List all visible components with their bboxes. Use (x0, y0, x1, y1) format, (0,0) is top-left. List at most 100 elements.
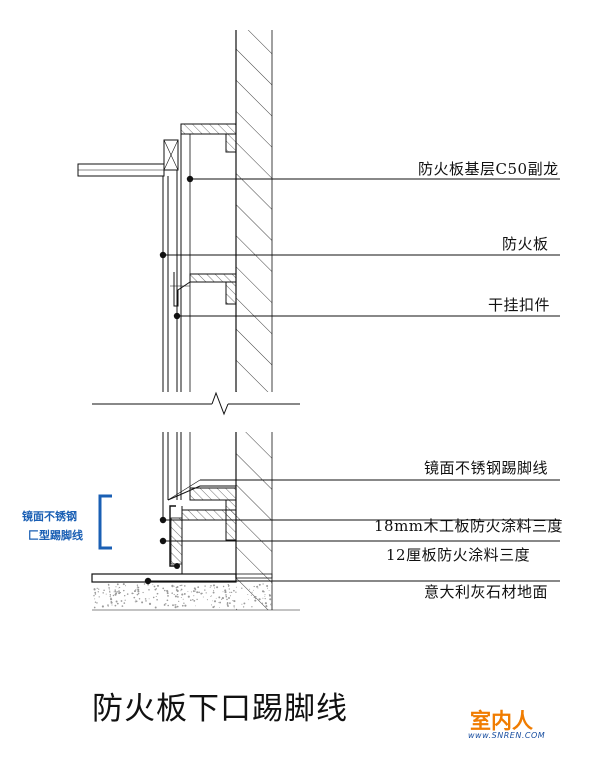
speckle (124, 585, 127, 587)
speckle (134, 601, 137, 603)
speckle (256, 585, 258, 588)
speckle (192, 590, 195, 593)
speckle (257, 587, 259, 589)
speckle (119, 592, 122, 594)
speckle (166, 599, 169, 602)
speckle (258, 598, 261, 601)
speckle (174, 606, 177, 609)
speckle (190, 591, 192, 593)
speckle (103, 589, 105, 591)
speckle (222, 585, 225, 588)
speckle (105, 593, 107, 595)
speckle (93, 594, 95, 597)
speckle (181, 584, 183, 586)
label-c50-keel: 防火板基层C50副龙 (418, 160, 559, 178)
speckle (213, 605, 216, 607)
speckle (107, 583, 110, 586)
speckle (250, 594, 252, 596)
speckle (114, 604, 117, 607)
speckle (118, 590, 120, 592)
speckle (133, 596, 136, 599)
speckle (227, 583, 229, 586)
speckle (180, 588, 183, 591)
break-line (92, 391, 300, 416)
speckle (108, 588, 110, 590)
speckle (249, 588, 251, 590)
speckle (210, 585, 212, 587)
speckle (147, 583, 149, 586)
speckle (167, 604, 169, 607)
fire-board-upper (162, 124, 191, 392)
speckle (94, 591, 97, 594)
speckle (233, 600, 236, 603)
speckle (213, 590, 215, 592)
speckle (156, 584, 160, 587)
speckle (152, 596, 155, 599)
speckle (242, 606, 245, 608)
label-hanger-clip: 干挂扣件 (488, 296, 551, 314)
speckle (270, 603, 273, 606)
speckle (173, 593, 175, 596)
speckle (156, 592, 159, 595)
speckle (134, 590, 136, 592)
speckle (109, 594, 111, 596)
speckle (271, 583, 273, 585)
speckle (230, 591, 233, 594)
speckle (131, 592, 134, 595)
speckle (228, 588, 230, 590)
speckle (226, 603, 229, 605)
speckle (116, 583, 119, 586)
speckle (198, 591, 200, 594)
leader-dot-keel (186, 175, 194, 183)
speckle (116, 591, 118, 593)
speckle (213, 587, 216, 589)
speckle (175, 587, 178, 589)
speckle (124, 599, 126, 601)
speckle (204, 589, 206, 591)
speckle (269, 599, 271, 601)
leader-lines (144, 175, 560, 585)
speckle (183, 592, 186, 595)
speckle (98, 596, 100, 598)
leader-dot-board12 (159, 537, 167, 545)
speckle (118, 592, 121, 595)
speckle (162, 587, 165, 590)
speckle (144, 598, 147, 600)
speckle (212, 591, 215, 594)
speckle (136, 593, 139, 596)
speckle (101, 605, 104, 608)
speckle (193, 600, 196, 602)
speckle (251, 591, 253, 593)
speckle (247, 594, 249, 596)
speckle (115, 600, 118, 603)
speckle (174, 595, 177, 598)
speckle (117, 587, 119, 589)
speckle (108, 585, 110, 587)
drawing-title: 防火板下口踢脚线 (92, 691, 348, 727)
speckle (248, 599, 250, 601)
speckle (176, 605, 179, 608)
speckle (137, 590, 140, 593)
ceiling-keel (77, 139, 179, 177)
speckle (197, 586, 200, 589)
speckle (135, 599, 137, 601)
speckle (243, 602, 246, 605)
speckle (181, 593, 184, 596)
speckle (196, 591, 199, 594)
stone-floor (91, 573, 300, 611)
speckle (171, 592, 173, 594)
speckle (108, 587, 110, 589)
speckle (211, 595, 213, 597)
speckle (206, 599, 208, 601)
speckle (233, 589, 235, 592)
speckle (133, 592, 135, 594)
leader-dot-wood18 (159, 516, 167, 524)
speckle (116, 602, 119, 605)
speckle (163, 589, 166, 592)
speckle (107, 604, 109, 606)
speckle (241, 603, 243, 605)
speckle (264, 597, 266, 600)
speckle (226, 598, 228, 601)
speckle (93, 606, 96, 609)
